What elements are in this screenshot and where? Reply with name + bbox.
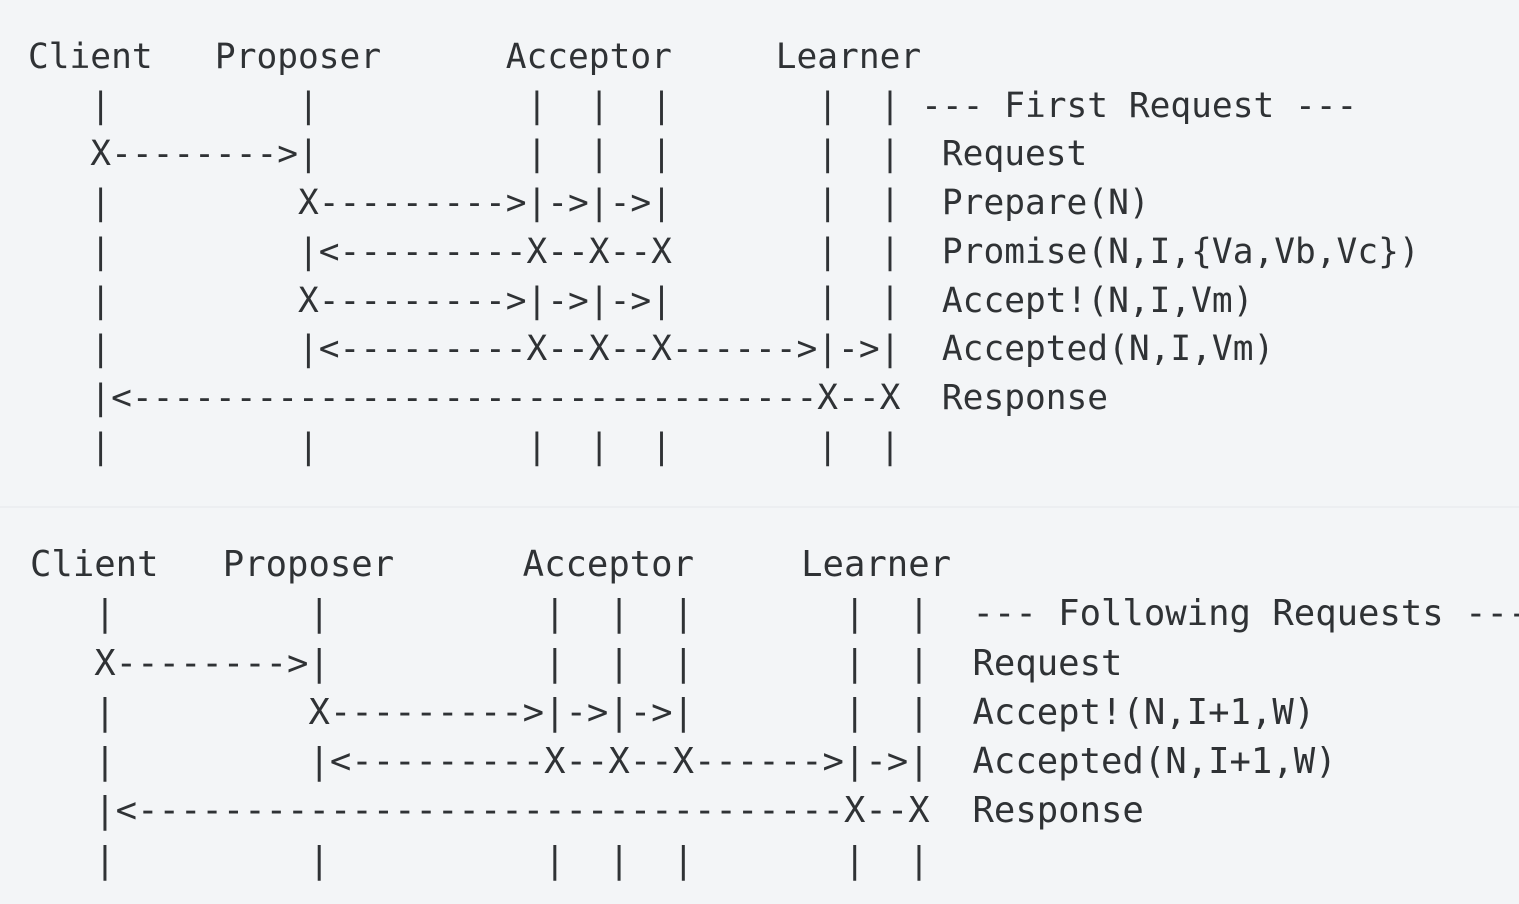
lifelines-end: | | | | | | |	[30, 839, 930, 881]
message-accept: | X--------->|->|->| | | Accept!(N,I,Vm)	[28, 280, 1254, 321]
message-request: X-------->| | | | | | Request	[30, 642, 1123, 684]
lifelines-end: | | | | | | |	[28, 426, 901, 467]
message-prepare: | X--------->|->|->| | | Prepare(N)	[28, 183, 1150, 224]
divider	[0, 506, 1519, 508]
message-request: X-------->| | | | | | Request	[28, 134, 1088, 175]
message-accepted: | |<---------X--X--X------>|->| Accepted…	[28, 329, 1275, 370]
message-accepted: | |<---------X--X--X------>|->| Accepted…	[30, 741, 1337, 783]
participants-header: Client Proposer Acceptor Learner	[30, 544, 952, 585]
message-response: |<---------------------------------X--X …	[30, 790, 1144, 832]
section-label-first-request: | | | | | | | --- First Request ---	[28, 85, 1358, 126]
section-label-following-requests: | | | | | | | --- Following Requests ---	[30, 593, 1519, 635]
first-request-sequence-diagram: Client Proposer Acceptor Learner | | | |…	[28, 33, 1420, 471]
participants-header: Client Proposer Acceptor Learner	[28, 37, 922, 77]
message-promise: | |<---------X--X--X | | Promise(N,I,{Va…	[28, 231, 1420, 272]
following-requests-sequence-diagram: Client Proposer Acceptor Learner | | | |…	[30, 540, 1519, 885]
message-response: |<---------------------------------X--X …	[28, 377, 1109, 418]
message-accept: | X--------->|->|->| | | Accept!(N,I+1,W…	[30, 691, 1316, 733]
